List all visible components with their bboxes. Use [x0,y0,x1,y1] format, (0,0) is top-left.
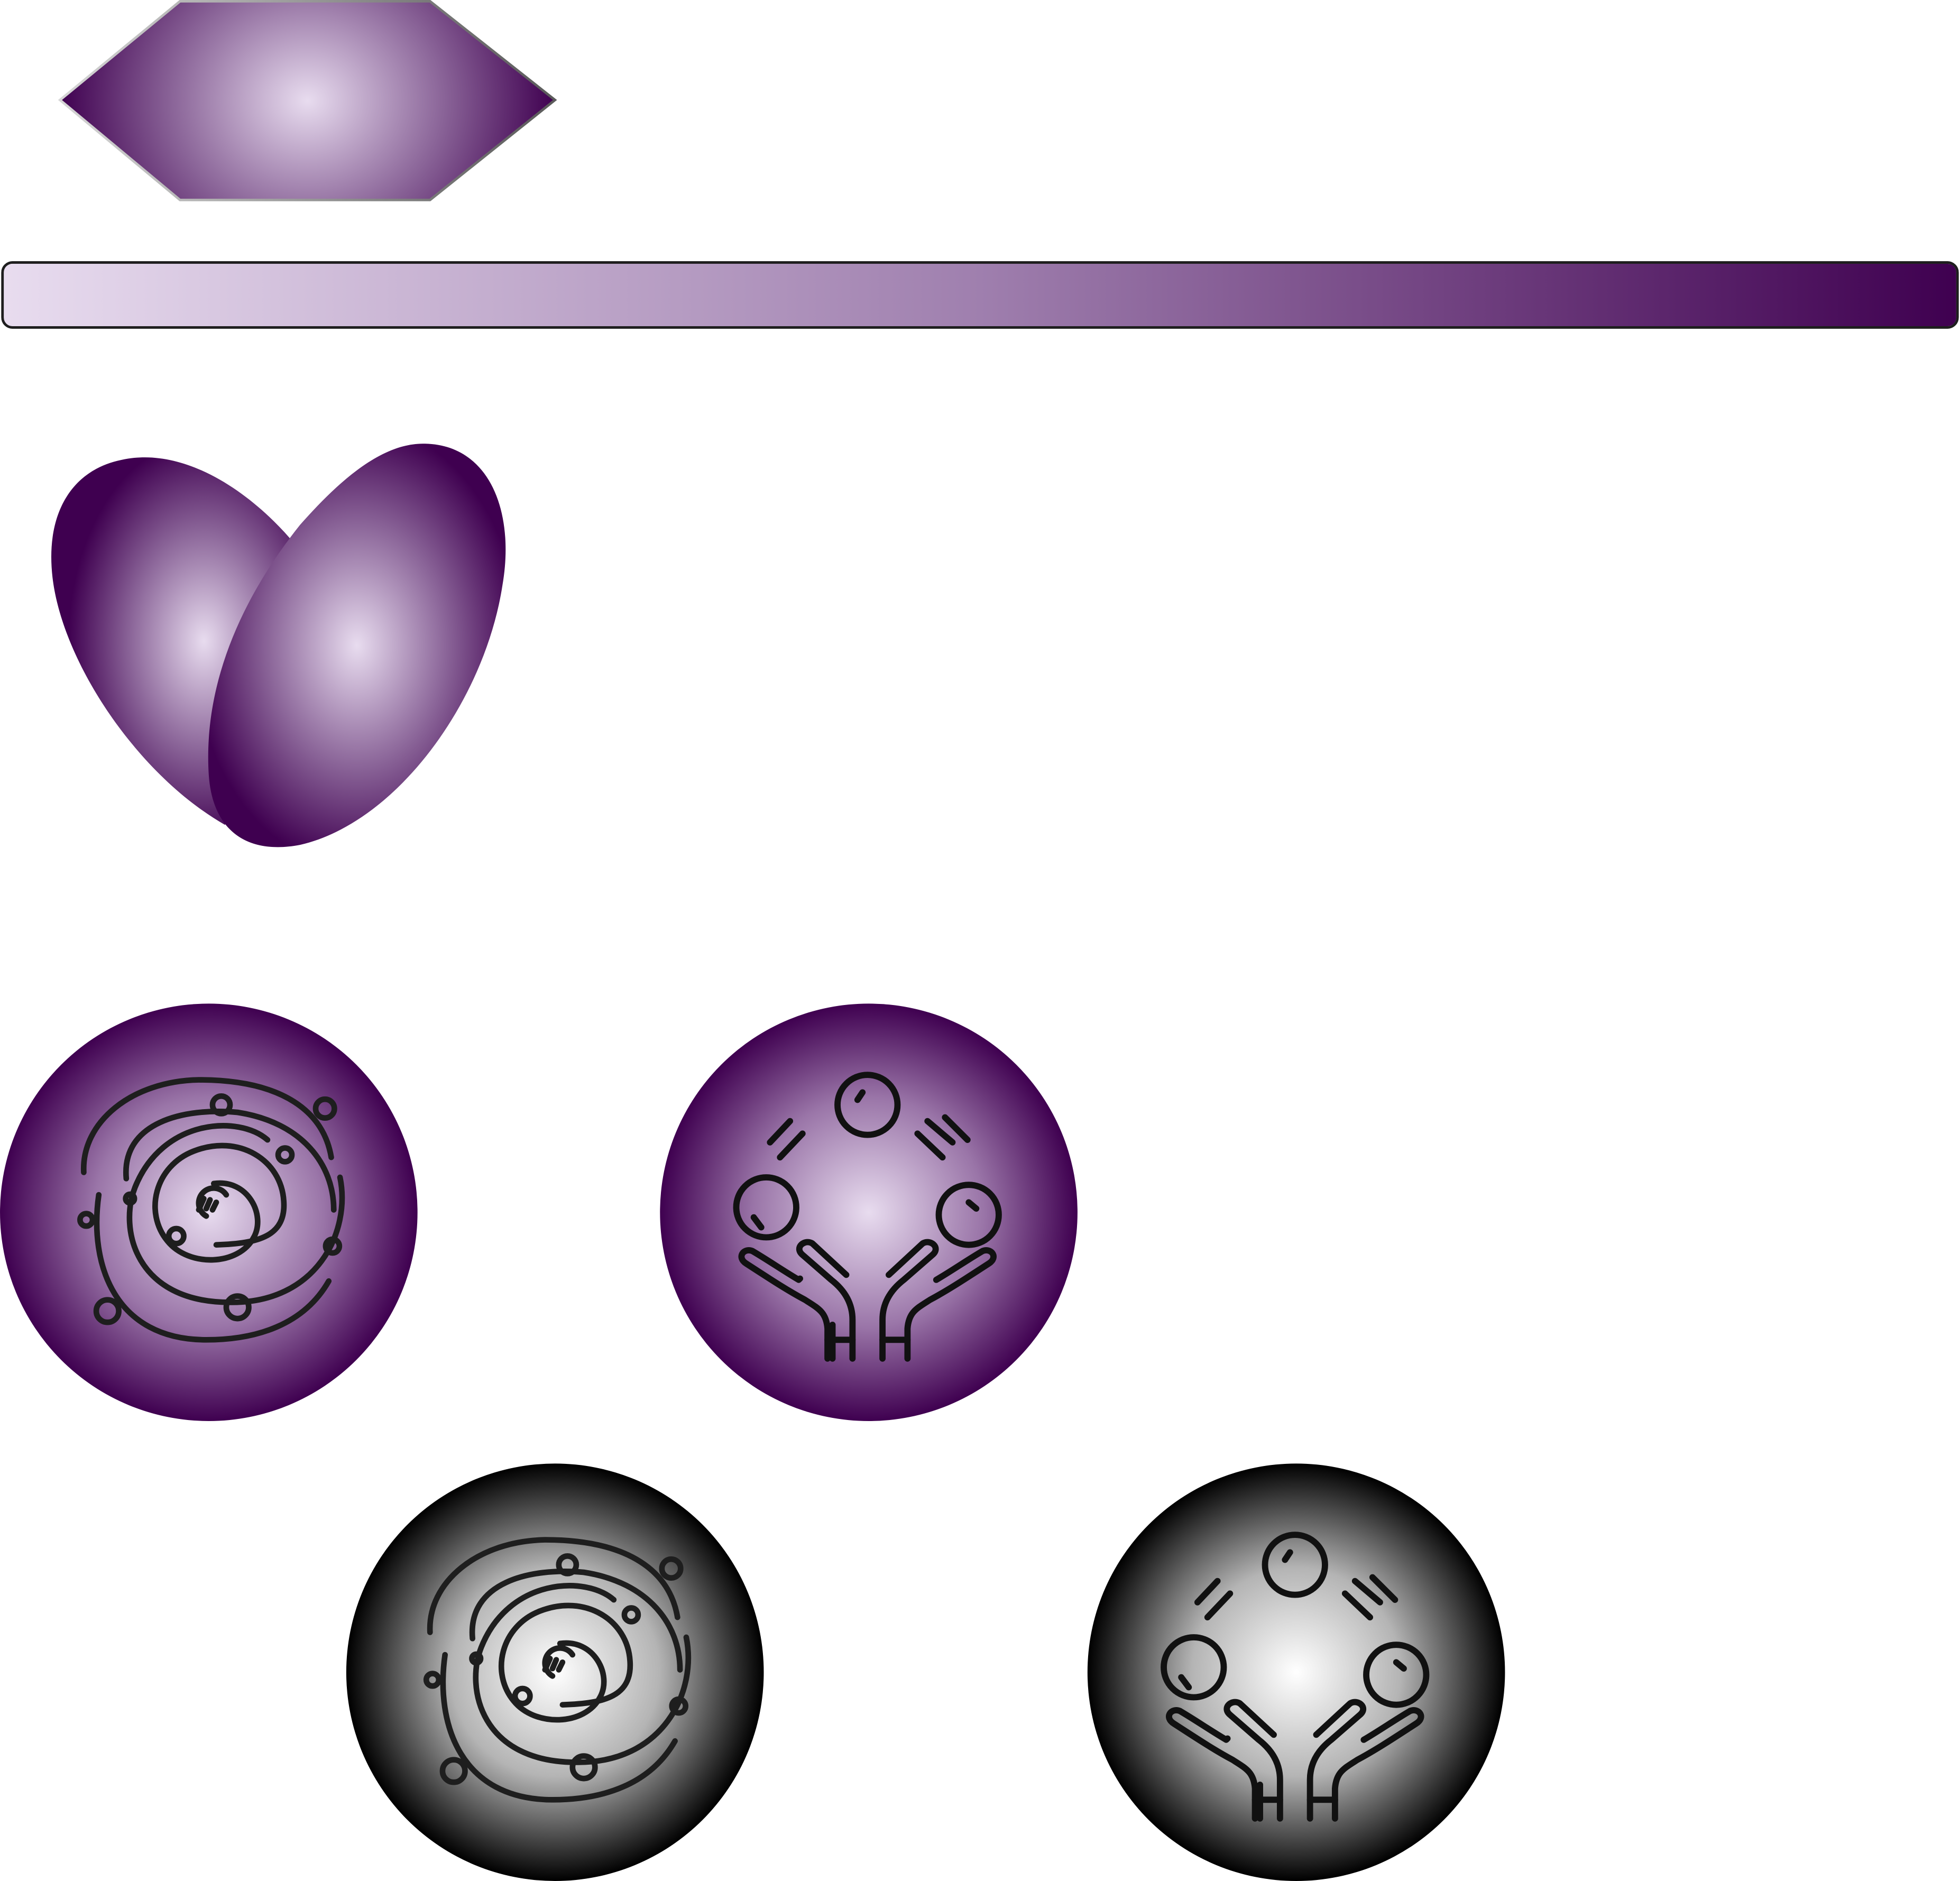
hexagon-button[interactable] [58,0,557,201]
galaxy-badge-inactive[interactable] [346,1463,764,1881]
heart-right-lobe [208,444,506,847]
galaxy-badge-active[interactable] [0,1003,418,1422]
heart-icon [51,444,506,847]
juggling-badge-active[interactable] [660,1003,1078,1422]
progress-bar [1,261,1959,329]
juggling-badge-inactive[interactable] [1087,1463,1505,1881]
progress-bar-fill [4,263,1956,327]
